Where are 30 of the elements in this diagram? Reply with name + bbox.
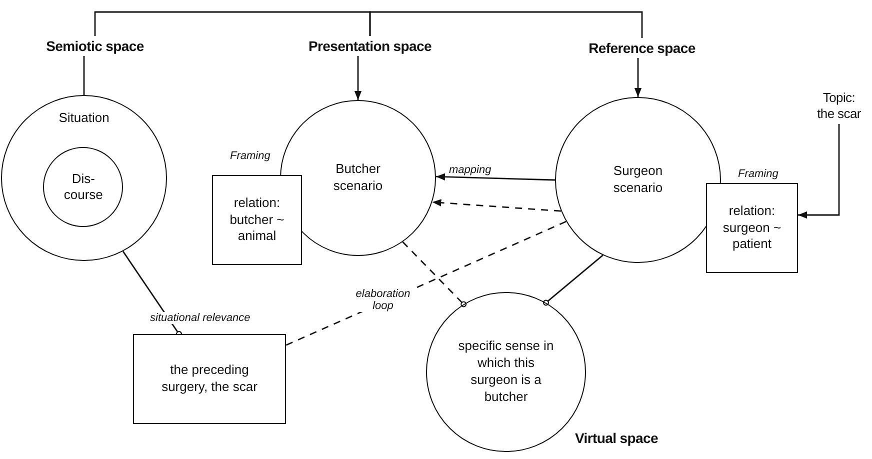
node-text: Butcher scenario [332,161,384,195]
connector-line [83,56,85,95]
arrow [634,58,642,97]
node-text: Situation [58,110,110,127]
node-text: Dis- course [63,170,104,204]
node-text: specific sense in which this surgeon is a butcher [457,338,555,406]
topic-label: Topic: the scar [814,88,864,124]
node-text: Surgeon scenario [612,163,664,197]
edge-label: situational relevance [150,312,250,324]
node-text: relation: butcher ~ animal [228,194,286,246]
framing-label: Framing [738,168,778,180]
dashed-arrow [432,199,562,212]
connector-line [369,11,643,38]
connector-line [94,11,371,36]
space-label: Virtual space [575,430,658,446]
node-text: the preceding surgery, the scar [160,362,258,396]
rect-node [212,175,302,265]
node-text: relation: surgeon ~ patient [722,202,782,254]
arrow [436,173,556,181]
arrow [354,56,362,100]
rect-node [706,183,798,273]
heading-label: Reference space [575,38,709,58]
arrow [798,124,840,219]
heading-label: Presentation space [300,36,440,56]
heading-label: Semiotic space [40,36,150,56]
rect-node [133,334,286,424]
circle-node [1,95,167,261]
edge-label: mapping [449,164,492,176]
framing-label: Framing [230,150,270,162]
circle-node [43,147,124,228]
